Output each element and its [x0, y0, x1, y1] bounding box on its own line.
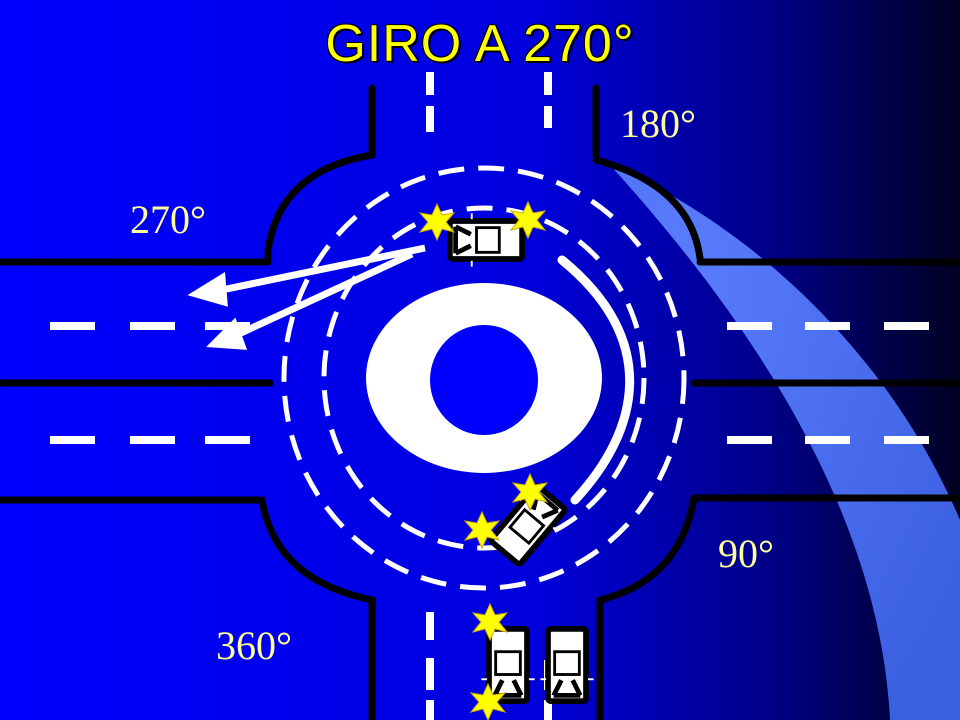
label-90-degrees: 90° — [718, 531, 774, 576]
label-360-degrees: 360° — [216, 623, 292, 668]
island-hole — [430, 325, 538, 435]
car-icon — [450, 213, 522, 266]
outer-ring — [281, 165, 687, 591]
label-180-degrees: 180° — [620, 101, 696, 146]
inner-ring — [321, 205, 647, 551]
accent-band — [610, 165, 960, 720]
car-icon — [540, 629, 593, 701]
road-curbs — [0, 84, 960, 720]
slide-title: GIRO A 270° — [325, 15, 635, 73]
label-270-degrees: 270° — [130, 197, 206, 242]
direction-arrow-icon — [187, 244, 426, 350]
lane-dashes — [50, 322, 929, 444]
car-trajectory — [557, 255, 635, 505]
